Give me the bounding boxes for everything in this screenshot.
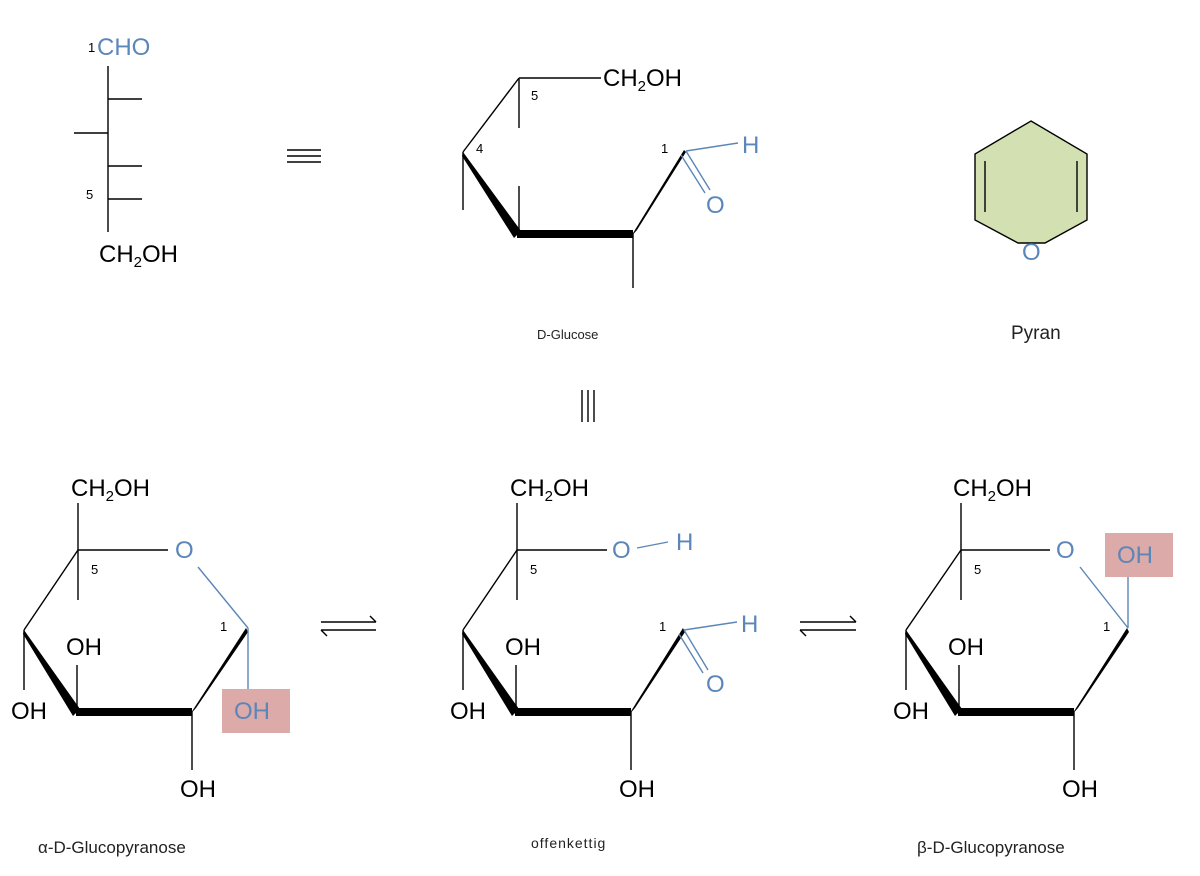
- equilibrium-arrow-right: [799, 615, 857, 637]
- chain-carbon-1-label: 1: [661, 141, 668, 156]
- open-caption: offenkettig: [531, 835, 606, 851]
- fischer-projection: 1 CHO 5 CH2OH: [74, 34, 178, 271]
- chain-carbon-5-label: 5: [531, 88, 538, 103]
- fischer-carbon-5-label: 5: [86, 187, 93, 202]
- alpha-glucopyranose: CH2OH 5 O 1 OH OH OH OH α-D-Glucopyranos…: [11, 475, 290, 857]
- beta-oh-c3-label: OH: [948, 634, 984, 661]
- open-oh-c4-label: OH: [450, 698, 486, 725]
- pyran-ring: [974, 120, 1088, 244]
- alpha-carbon-5-label: 5: [91, 562, 98, 577]
- alpha-caption: α-D-Glucopyranose: [38, 838, 186, 857]
- beta-anomeric-oh-label: OH: [1117, 542, 1153, 569]
- fischer-ch2oh-label: CH2OH: [99, 241, 178, 271]
- fischer-cho-label: CHO: [97, 34, 150, 61]
- beta-glucopyranose: CH2OH 5 O OH 1 OH OH OH β-D-Glucopyranos…: [893, 475, 1173, 857]
- equilibrium-arrow-left: [320, 615, 377, 637]
- chain-aldehyde-h-label: H: [742, 132, 759, 159]
- pyran-structure: O Pyran: [974, 120, 1088, 344]
- alpha-anomeric-highlight: [222, 689, 290, 733]
- beta-anomeric-highlight: [1105, 533, 1173, 577]
- beta-carbon-1-label: 1: [1103, 619, 1110, 634]
- alpha-carbon-1-label: 1: [220, 619, 227, 634]
- beta-carbon-5-label: 5: [974, 562, 981, 577]
- equivalence-symbol: [287, 149, 321, 163]
- open-chain-structure: CH2OH 5 O H 1 H O OH OH OH offenkettig: [450, 475, 758, 851]
- alpha-anomeric-oh-label: OH: [234, 698, 270, 725]
- open-oh-c3-label: OH: [505, 634, 541, 661]
- open-oh-c2-label: OH: [619, 776, 655, 803]
- glucose-chain-structure: 5 4 CH2OH 1 H O D-Glucose: [462, 65, 759, 342]
- chain-caption: D-Glucose: [537, 327, 598, 342]
- pyran-caption: Pyran: [1011, 323, 1061, 344]
- alpha-oh-c4-label: OH: [11, 698, 47, 725]
- alpha-oh-c2-label: OH: [180, 776, 216, 803]
- alpha-ring-oxygen-label: O: [175, 537, 194, 564]
- chain-aldehyde-o-label: O: [706, 192, 725, 219]
- beta-caption: β-D-Glucopyranose: [917, 838, 1065, 857]
- open-aldehyde-h-label: H: [741, 611, 758, 638]
- open-ch2oh-label: CH2OH: [510, 475, 589, 505]
- beta-oh-c2-label: OH: [1062, 776, 1098, 803]
- open-carbon-5-label: 5: [530, 562, 537, 577]
- open-h5-label: H: [676, 529, 693, 556]
- beta-oh-c4-label: OH: [893, 698, 929, 725]
- beta-ring-oxygen-label: O: [1056, 537, 1075, 564]
- beta-ch2oh-label: CH2OH: [953, 475, 1032, 505]
- alpha-oh-c3-label: OH: [66, 634, 102, 661]
- open-carbon-1-label: 1: [659, 619, 666, 634]
- alpha-ch2oh-label: CH2OH: [71, 475, 150, 505]
- chain-carbon-4-label: 4: [476, 141, 483, 156]
- open-o5-label: O: [612, 537, 631, 564]
- vertical-equivalence-symbol: [581, 390, 595, 422]
- fischer-carbon-1-label: 1: [88, 40, 95, 55]
- open-aldehyde-o-label: O: [706, 671, 725, 698]
- pyran-oxygen-label: O: [1022, 239, 1041, 266]
- chain-ch2oh-label: CH2OH: [603, 65, 682, 95]
